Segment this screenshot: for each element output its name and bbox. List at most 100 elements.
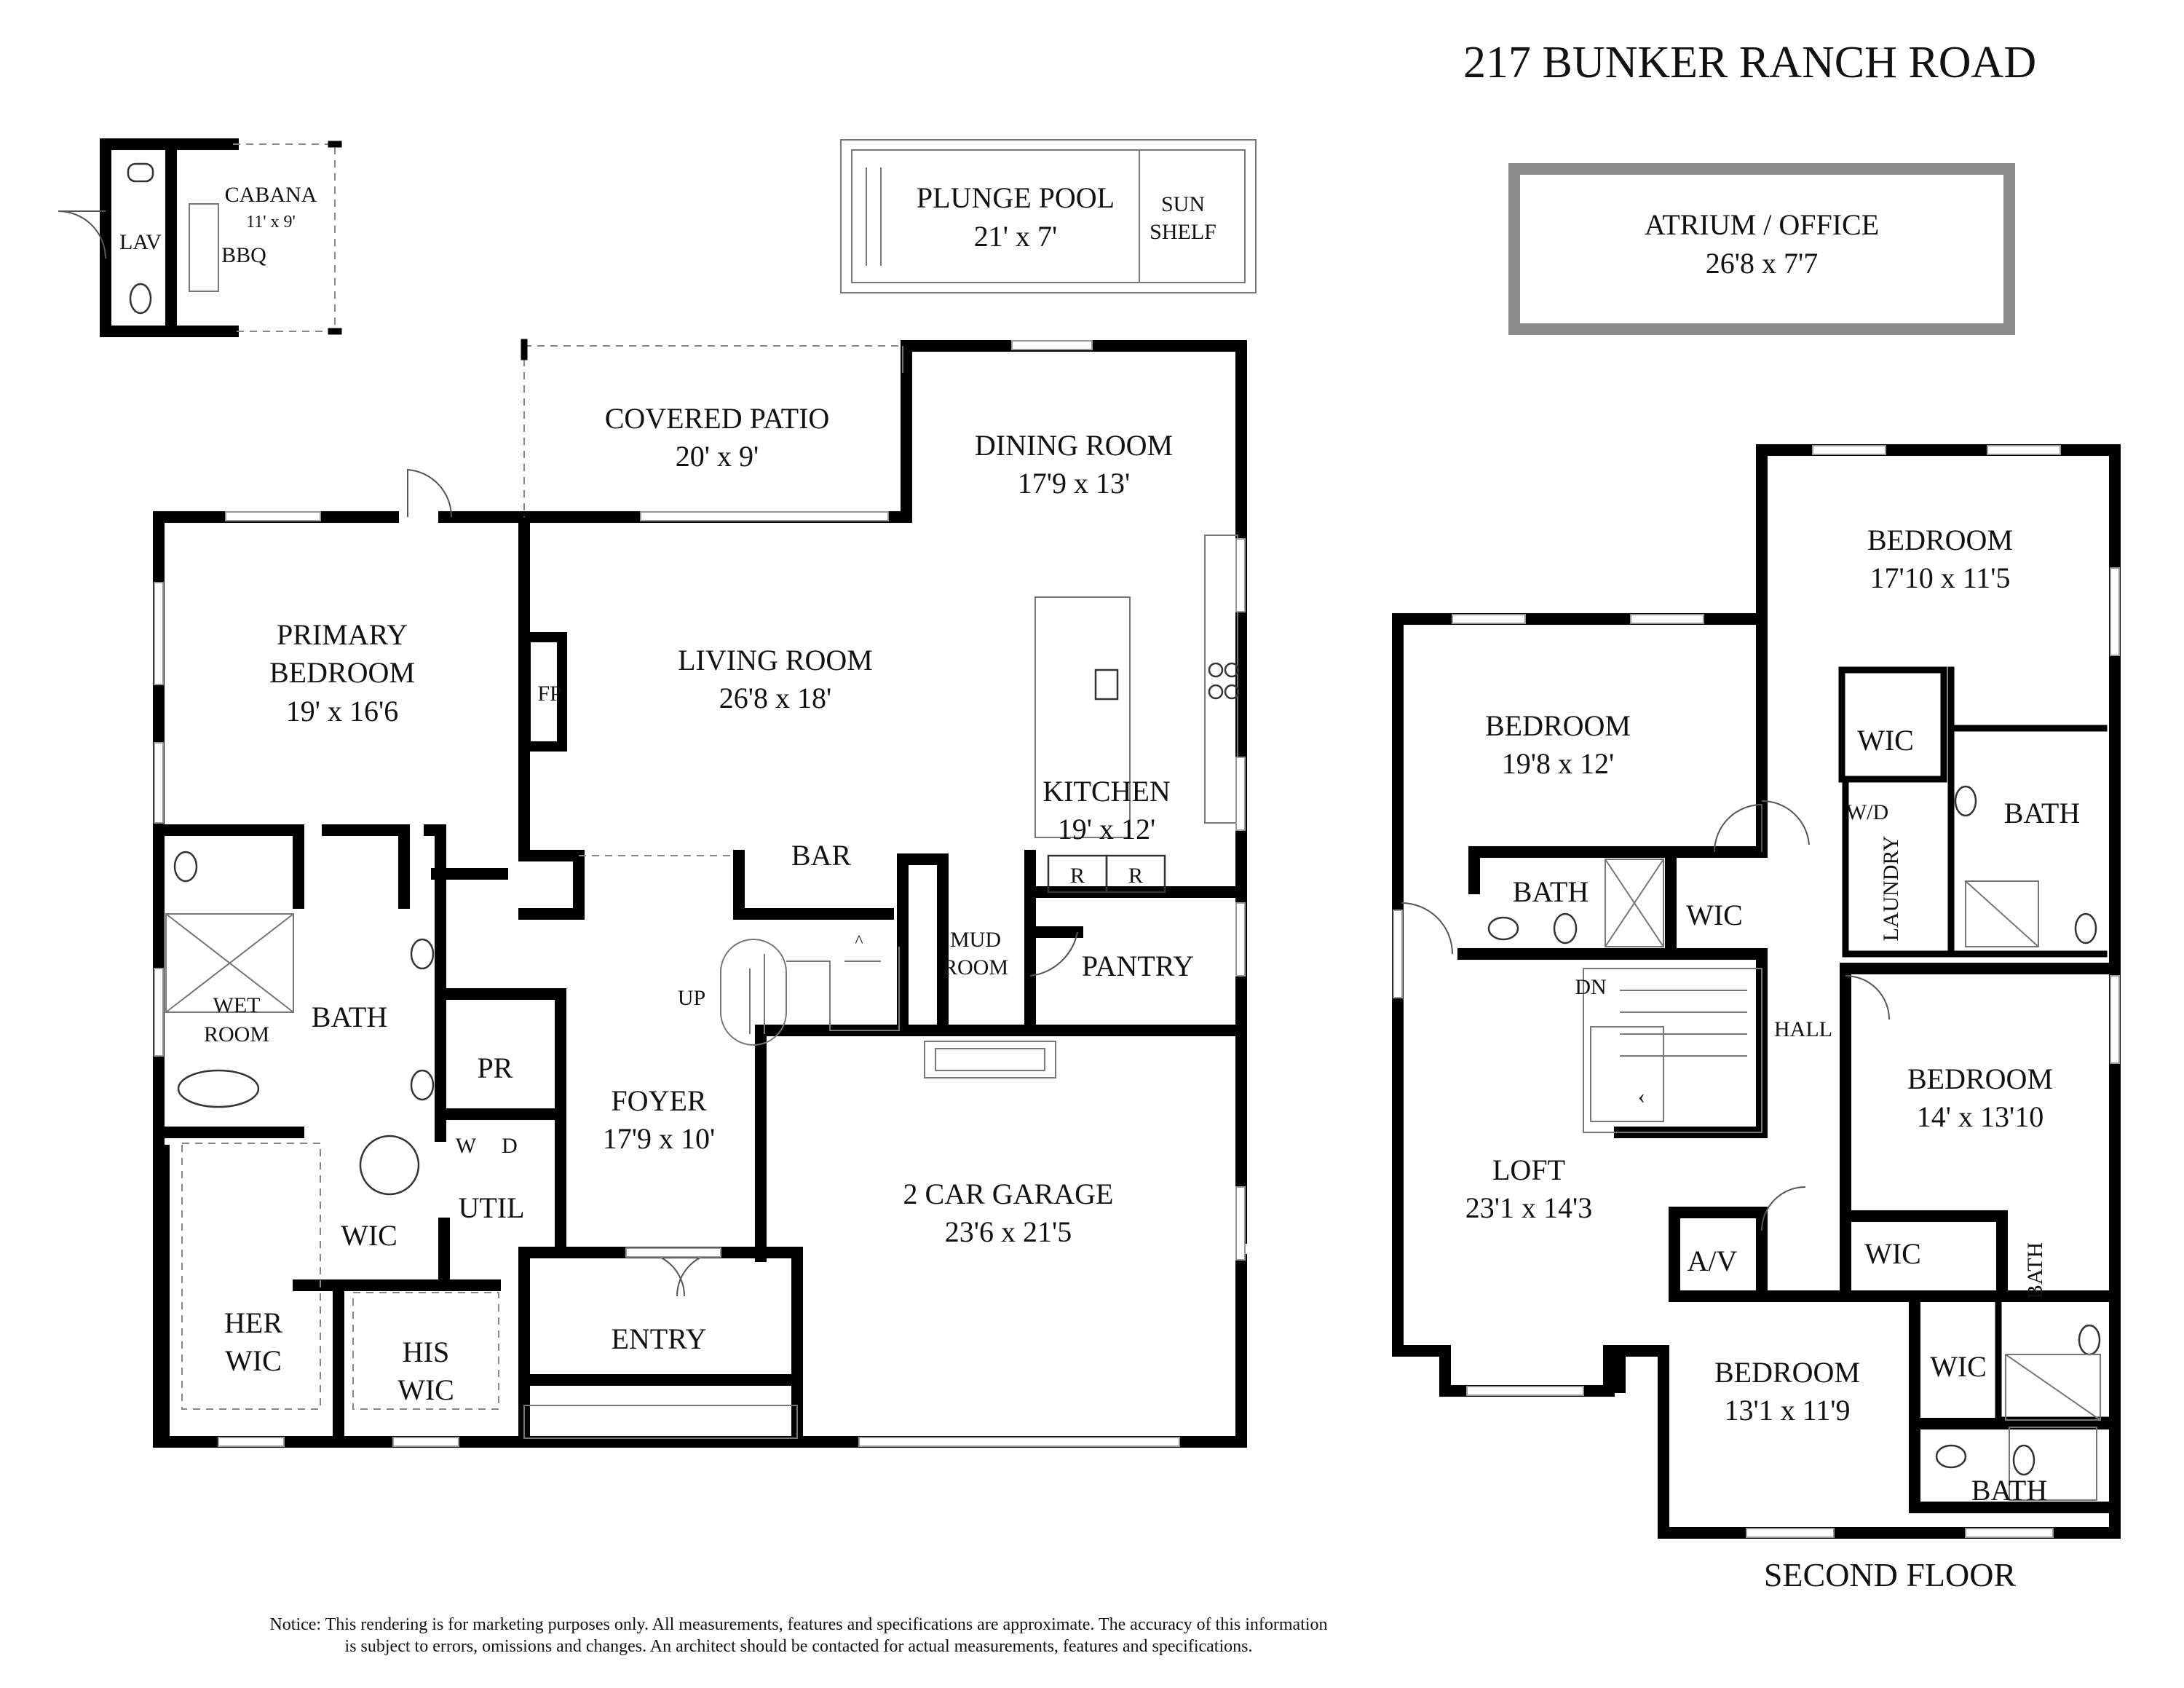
fireplace-label: FP [537, 682, 561, 706]
stair-down-label: DN [1575, 975, 1606, 999]
stair-curve [720, 939, 787, 1046]
garage-name: 2 CAR GARAGE [903, 1178, 1114, 1210]
wic-top-label: WIC [1857, 724, 1914, 757]
bedroom-bottom-name: BEDROOM [1714, 1356, 1860, 1389]
bath-left-label: BATH [1513, 875, 1588, 908]
second-floor: ‹ BEDROOM 17'10 x 11'5 BEDROOM 19'8 x 12… [1392, 444, 2121, 1593]
foyer-dims: 17'9 x 10' [603, 1122, 715, 1155]
loft-dims: 23'1 x 14'3 [1465, 1191, 1592, 1224]
property-title: 217 BUNKER RANCH ROAD [1463, 38, 2036, 87]
cabana-name: CABANA [225, 183, 317, 207]
dining-room-dims: 17'9 x 13' [1018, 467, 1130, 500]
bath-sink-icon [1487, 916, 1519, 941]
atrium-name: ATRIUM / OFFICE [1645, 208, 1879, 241]
bathtub-icon [177, 1069, 260, 1108]
mud-room-line2: ROOM [943, 955, 1008, 979]
primary-bath-label: BATH [312, 1001, 387, 1033]
powder-room-label: PR [478, 1052, 513, 1084]
bedroom-bottom-dims: 13'1 x 11'9 [1725, 1394, 1851, 1427]
plunge-pool-name: PLUNGE POOL [917, 181, 1115, 214]
vanity-sink-icon [410, 938, 435, 970]
bedroom-mid-name: BEDROOM [1907, 1062, 2053, 1095]
cabana: LAV CABANA 11' x 9' BBQ [58, 138, 342, 337]
plunge-pool-dims: 21' x 7' [974, 220, 1057, 253]
dining-room-name: DINING ROOM [975, 429, 1173, 462]
laundry-label: LAUNDRY [1879, 835, 1903, 941]
kitchen-name: KITCHEN [1042, 775, 1171, 808]
atrium-office: ATRIUM / OFFICE 26'8 x 7'7 [1508, 163, 2015, 335]
bedroom-top-dims: 17'10 x 11'5 [1870, 561, 2011, 594]
living-room-name: LIVING ROOM [678, 644, 873, 677]
island-sink-icon [1094, 669, 1119, 701]
her-wic-line2: WIC [225, 1344, 282, 1377]
garage-dims: 23'6 x 21'5 [945, 1215, 1072, 1248]
wd-label: W/D [1846, 800, 1888, 824]
his-wic-line1: HIS [403, 1336, 449, 1368]
wic-label: WIC [341, 1219, 397, 1252]
washer-label: W [456, 1134, 477, 1158]
vanity-sink-icon-2 [410, 1069, 435, 1101]
covered-patio-dims: 20' x 9' [676, 440, 759, 473]
notice-line-2: is subject to errors, omissions and chan… [345, 1637, 1253, 1656]
plunge-pool: PLUNGE POOL 21' x 7' SUN SHELF [840, 139, 1257, 293]
bedroom-left-dims: 19'8 x 12' [1502, 747, 1614, 780]
foyer-name: FOYER [611, 1084, 706, 1117]
wet-room-line1: WET [213, 993, 261, 1017]
stair-up-label: UP [678, 986, 705, 1010]
primary-bedroom-line1: PRIMARY [277, 618, 408, 651]
atrium-dims: 26'8 x 7'7 [1706, 247, 1818, 280]
primary-bedroom-dims: 19' x 16'6 [286, 695, 398, 727]
bath-top-right-label: BATH [2004, 797, 2080, 829]
mud-room-line1: MUD [950, 928, 1001, 952]
second-floor-label: SECOND FLOOR [1764, 1556, 2017, 1593]
sun-shelf-line1: SUN [1161, 192, 1205, 216]
kitchen-dims: 19' x 12' [1058, 813, 1155, 845]
bath-vertical-label: BATH [2023, 1242, 2047, 1299]
lav-label: LAV [119, 230, 162, 254]
covered-patio-name: COVERED PATIO [605, 402, 830, 435]
loft-name: LOFT [1492, 1153, 1565, 1186]
fridge-label-1: R [1070, 864, 1085, 888]
bath-bottom-label: BATH [1971, 1474, 2047, 1507]
wic-left-label: WIC [1686, 899, 1743, 931]
fridge-label-2: R [1128, 864, 1143, 888]
first-floor: FP R R ^ UP [153, 339, 1247, 1448]
stair-arrow-icon-2: ‹ [1638, 1084, 1645, 1108]
lav-toilet-icon [129, 283, 152, 315]
kitchen-island [1034, 596, 1131, 838]
sun-shelf-line2: SHELF [1150, 220, 1216, 244]
bbq-label: BBQ [221, 243, 266, 267]
cabana-dims: 11' x 9' [246, 213, 296, 232]
wic-bottom-label: WIC [1930, 1350, 1987, 1383]
notice-line-1: Notice: This rendering is for marketing … [269, 1615, 1327, 1634]
primary-bedroom-line2: BEDROOM [269, 656, 415, 689]
bath-sink-icon-3 [2078, 1324, 2101, 1356]
bar-label: BAR [791, 839, 852, 872]
stair-arrow-icon: ^ [855, 932, 863, 951]
utility-label: UTIL [458, 1191, 524, 1224]
pantry-label: PANTRY [1082, 950, 1194, 982]
her-wic-line1: HER [224, 1306, 282, 1339]
living-room-dims: 26'8 x 18' [719, 682, 831, 714]
bath-toilet-icon [1553, 912, 1578, 944]
entry-label: ENTRY [611, 1322, 706, 1355]
bath-toilet-icon-2 [2074, 912, 2097, 944]
lav-sink-icon [127, 162, 154, 183]
toilet-icon [173, 851, 198, 883]
bath-sink-icon-4 [1935, 1444, 1967, 1469]
bath-sink-icon-2 [1954, 785, 1977, 817]
wet-room-line2: ROOM [204, 1022, 269, 1046]
spiral-rack-icon [359, 1135, 420, 1196]
bath-toilet-icon-4 [2012, 1444, 2035, 1476]
bbq-counter [189, 203, 219, 292]
his-wic-line2: WIC [397, 1373, 454, 1406]
bedroom-left-name: BEDROOM [1485, 709, 1631, 742]
bedroom-top-name: BEDROOM [1867, 524, 2013, 556]
bedroom-mid-dims: 14' x 13'10 [1917, 1100, 2043, 1133]
wic-mid-label: WIC [1864, 1237, 1921, 1270]
kitchen-counter [1204, 535, 1238, 824]
dryer-label: D [502, 1134, 518, 1158]
av-label: A/V [1688, 1245, 1738, 1277]
hall-label: HALL [1774, 1017, 1832, 1041]
